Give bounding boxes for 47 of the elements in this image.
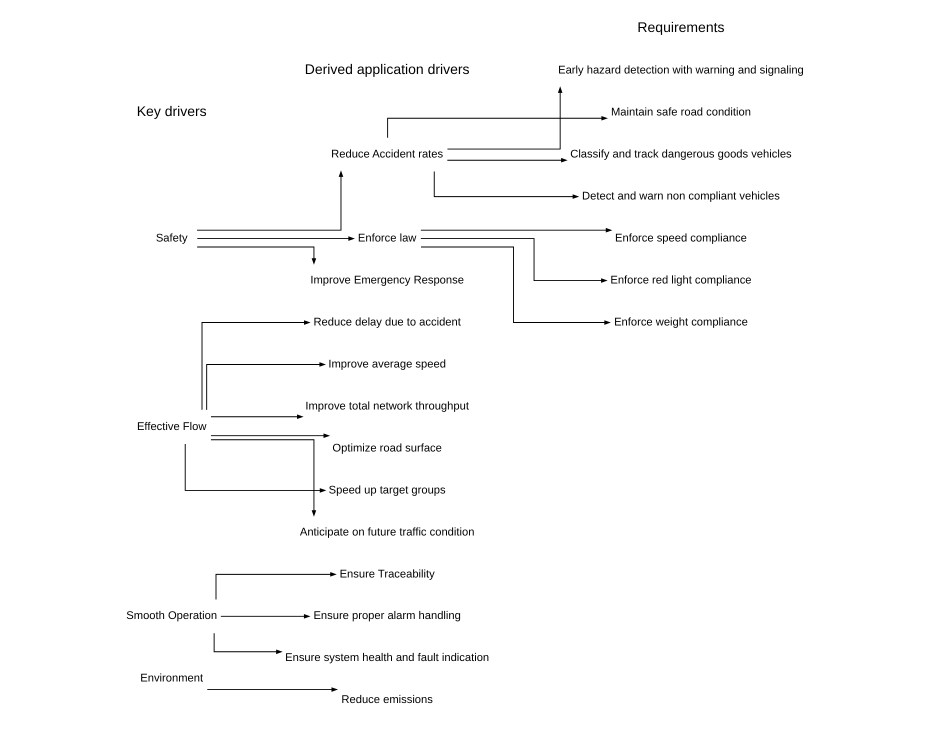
arrow [386,116,608,138]
node-text: Reduce emissions [340,694,432,706]
node-text: Reduce Accident rates [330,148,443,161]
node-text: Improve Emergency Response [310,274,464,286]
node-text: Classify and track dangerous goods vehicles [570,148,792,161]
arrow [446,86,562,150]
node-text: Enforce weight compliance [614,316,748,328]
arrow [433,171,579,199]
node-text: Effective Flow [136,420,206,433]
node-text: Enforce law [357,232,416,244]
arrow [420,246,610,325]
arrow [420,238,608,283]
arrow [196,246,316,265]
node-text: Enforce speed compliance [614,232,746,244]
node-text: Anticipate on future traffic condition [299,526,474,538]
node-text: Early hazard detection with warning and signaling [558,64,804,77]
arrow [196,236,354,241]
arrow [184,444,326,493]
arrow [215,572,336,600]
node-text: Reduce delay due to accident [312,316,460,328]
node-text: Improve total network throughput [304,400,468,412]
node-text: Ensure Traceability [339,568,434,580]
node-text: Enforce red light compliance [610,274,752,286]
label: Requirements [636,18,724,35]
arrow [206,687,338,692]
node-text: Environment [140,672,203,685]
arrow [220,614,310,619]
label: Key drivers [136,102,206,119]
node-text: Safety [155,232,188,244]
node-text: Detect and warn non compliant vehicles [582,190,780,203]
arrow [201,320,310,410]
arrow [210,414,304,420]
arrow [420,228,612,232]
arrow [206,362,326,410]
arrow [213,632,282,654]
node-text: Maintain safe road condition [610,106,750,119]
arrow [210,433,330,438]
node-text: Improve average speed [328,358,446,370]
label: Derived application drivers [304,60,470,77]
node-text: Ensure proper alarm handling [312,610,460,622]
node-text: Ensure system health and fault indication [284,652,489,664]
node-text: Speed up target groups [328,484,446,496]
arrow [446,158,568,163]
node-text: Optimize road surface [332,442,442,454]
node-text: Smooth Operation [126,610,217,622]
arrow [210,439,316,517]
arrow [196,170,343,231]
